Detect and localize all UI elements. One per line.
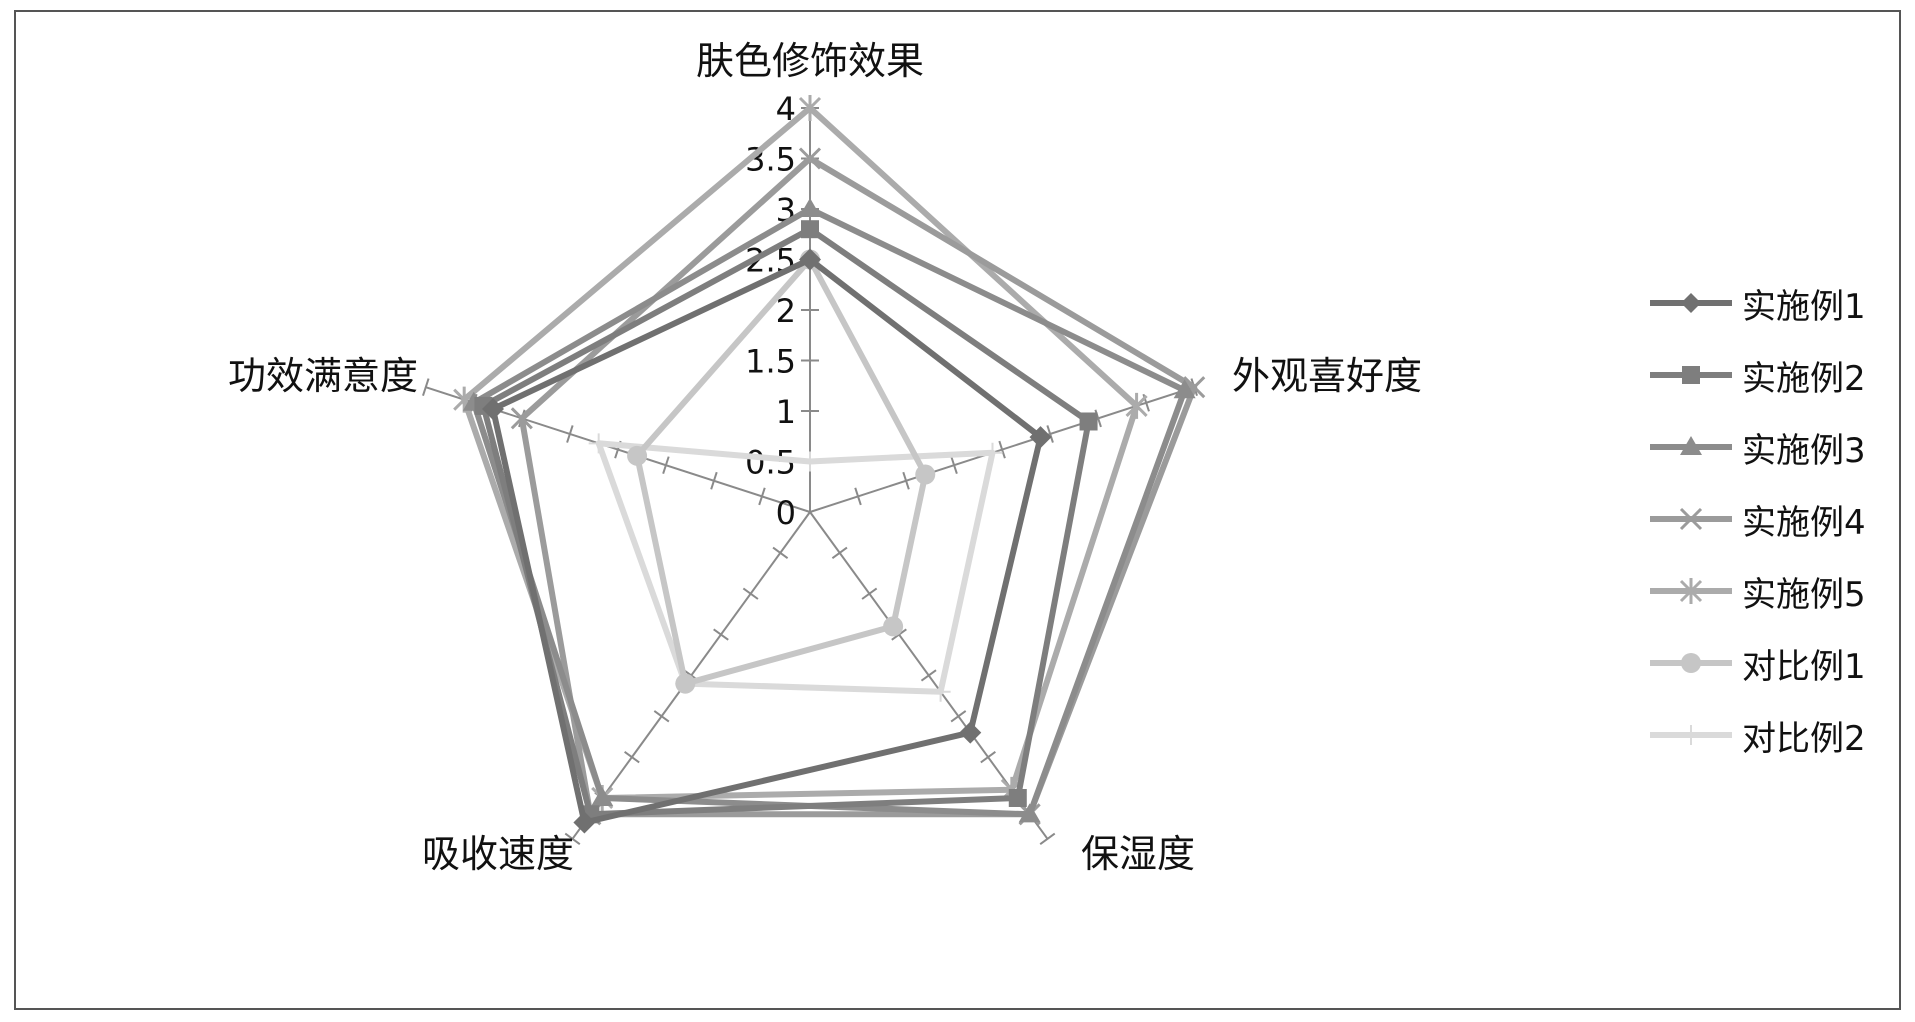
axis-label: 外观喜好度 (1232, 354, 1422, 398)
axis-tick (758, 487, 766, 506)
data-point (915, 464, 936, 485)
legend-item: 实施例4 (1646, 483, 1915, 555)
legend-item: 实施例2 (1646, 339, 1915, 411)
axis-tick (1046, 425, 1054, 443)
legend-marker (1682, 366, 1700, 384)
axis-tick (713, 628, 729, 641)
series-line (480, 226, 1092, 818)
legend-item: 实施例1 (1646, 267, 1915, 339)
axis-label: 吸收速度 (422, 832, 574, 876)
data-point (799, 198, 821, 217)
radial-tick-label: 3.5 (745, 141, 796, 179)
legend-item: 实施例3 (1646, 411, 1915, 483)
data-point (1018, 803, 1041, 823)
series-line (595, 440, 996, 695)
legend-label: 实施例3 (1742, 430, 1866, 471)
axis-tick (624, 751, 640, 764)
legend-marker (1679, 578, 1703, 604)
series-line (634, 256, 929, 687)
axis-tick (566, 425, 574, 443)
data-point (801, 220, 819, 239)
legend-label: 对比例1 (1742, 646, 1866, 687)
axis-tick (653, 710, 670, 723)
axis-tick (861, 587, 878, 600)
data-point (591, 786, 614, 806)
data-point (982, 442, 1003, 463)
axis-tick (950, 456, 958, 475)
data-point (798, 147, 822, 170)
legend-label: 实施例4 (1742, 502, 1866, 543)
axis-tick (564, 832, 581, 845)
axis-tick (422, 378, 430, 397)
axis-label: 肤色修饰效果 (696, 39, 924, 83)
legend-swatch (1650, 507, 1732, 531)
data-point (675, 673, 696, 694)
data-point (799, 248, 821, 271)
legend-item: 对比例1 (1646, 627, 1915, 699)
data-point (883, 616, 904, 637)
data-point (1125, 392, 1148, 419)
axis-tick (1039, 832, 1056, 845)
data-point (627, 445, 648, 466)
radial-tick-label: 0 (776, 494, 796, 532)
data-point (1029, 426, 1052, 449)
legend-swatch (1650, 578, 1732, 604)
legend-swatch (1650, 436, 1732, 455)
data-point (930, 681, 951, 702)
radial-tick-label: 1.5 (745, 343, 796, 381)
axis-tick (662, 456, 670, 475)
legend-marker (1681, 725, 1701, 745)
series-line (518, 155, 1198, 818)
axis-tick (902, 471, 910, 490)
legend-swatch (1650, 366, 1732, 384)
axis-tick (742, 587, 759, 600)
data-point (1079, 412, 1098, 431)
data-point (588, 433, 609, 454)
legend-label: 实施例1 (1742, 286, 1866, 327)
radial-tick-label: 2 (776, 292, 796, 330)
legend-marker (1681, 653, 1701, 673)
data-point (510, 407, 533, 430)
series-line (461, 105, 1140, 801)
legend-item: 实施例5 (1646, 555, 1915, 627)
legend-marker (1679, 507, 1703, 531)
legend-label: 实施例5 (1742, 574, 1866, 615)
legend-swatch (1650, 725, 1732, 745)
axis-tick (920, 669, 937, 682)
legend-swatch (1650, 653, 1732, 673)
legend-item: 对比例2 (1646, 699, 1915, 771)
legend-marker (1680, 436, 1702, 455)
axis-label: 保湿度 (1081, 832, 1195, 876)
axis-tick (950, 710, 967, 723)
legend-marker (1681, 293, 1701, 313)
data-point (1008, 788, 1027, 807)
data-point (482, 398, 505, 421)
radial-tick-label: 1 (776, 393, 796, 431)
data-point (573, 811, 596, 834)
radial-tick-label: 4 (776, 90, 796, 128)
data-point (1173, 379, 1196, 399)
axis-tick (891, 628, 907, 641)
data-point (798, 95, 822, 121)
axis-tick (998, 440, 1006, 459)
data-point (959, 721, 982, 744)
axis-tick (980, 751, 996, 764)
data-point (800, 451, 820, 472)
axis-tick (831, 546, 848, 559)
axis-label: 功效满意度 (228, 354, 418, 398)
axis-tick (854, 487, 862, 506)
legend-swatch (1650, 293, 1732, 313)
legend: 实施例1 实施例2 实施例3 实施例4 实施例5 对比例1 对比例2 (1646, 267, 1915, 771)
series-line (490, 256, 1044, 826)
legend-label: 对比例2 (1742, 718, 1866, 759)
axis-tick (710, 471, 718, 490)
axis-tick (772, 546, 789, 559)
legend-label: 实施例2 (1742, 358, 1866, 399)
